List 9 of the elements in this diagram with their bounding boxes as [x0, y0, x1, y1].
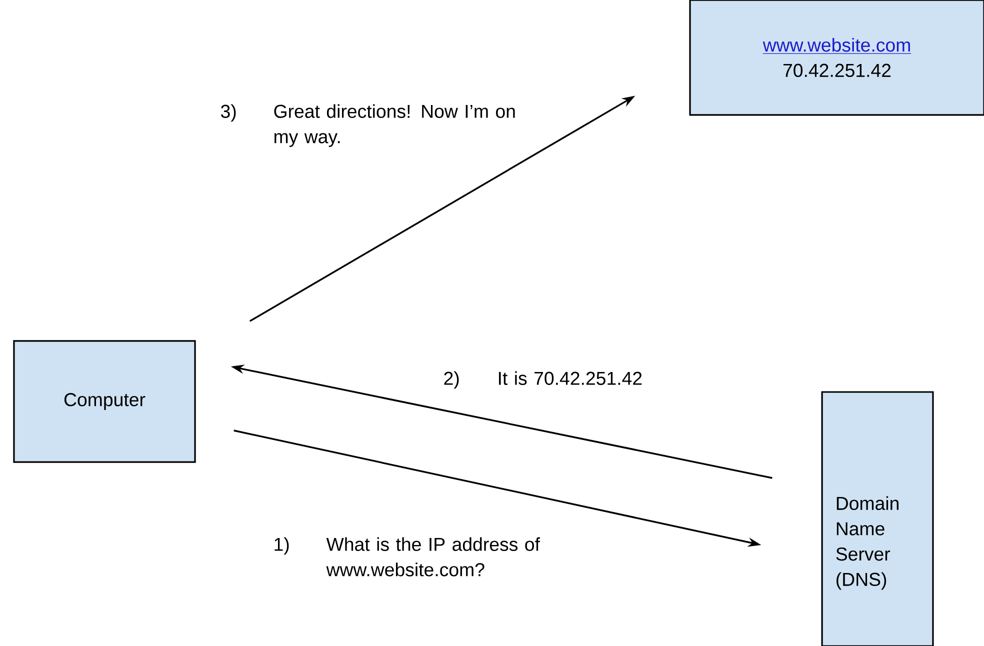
dns-server-box: Domain Name Server (DNS) — [821, 391, 934, 646]
step-number: 2) — [444, 371, 459, 389]
computer-box: Computer — [13, 340, 196, 463]
edge-label: What is the IP address of www.website.com? — [326, 537, 540, 576]
edge-label: It is 70.42.251.42 — [499, 371, 642, 385]
step-number: 1) — [274, 537, 289, 555]
server-box: www.website.com 70.42.251.42 — [689, 0, 984, 116]
step-number: 3) — [220, 104, 236, 122]
edge-label: Great directions! Now I’m on my way. — [274, 104, 515, 147]
